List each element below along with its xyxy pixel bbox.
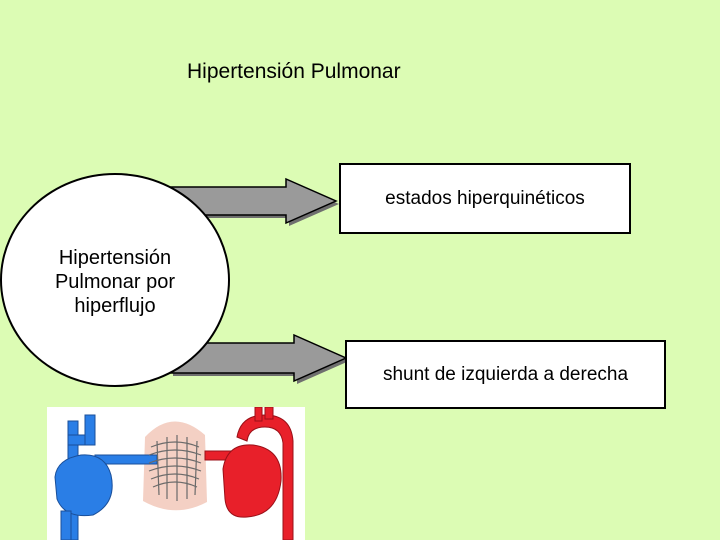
central-line-3: hiperflujo [74,295,156,317]
arrow-to-hyperkinetic [163,177,339,226]
central-line-2: Pulmonar por [54,271,176,293]
outcome-box-shunt: shunt de izquierda a derecha [345,340,666,409]
slide-title: Hipertensión Pulmonar [187,60,401,83]
circulation-illustration [47,407,305,540]
outcome-label-shunt: shunt de izquierda a derecha [382,363,629,385]
outcome-label-hyperkinetic: estados hiperquinéticos [385,187,585,209]
outcome-box-hyperkinetic: estados hiperquinéticos [339,163,631,234]
central-concept-circle: Hipertensión Pulmonar por hiperflujo [0,173,230,387]
arrow-to-shunt [169,333,349,384]
central-line-1: Hipertensión [58,247,172,269]
